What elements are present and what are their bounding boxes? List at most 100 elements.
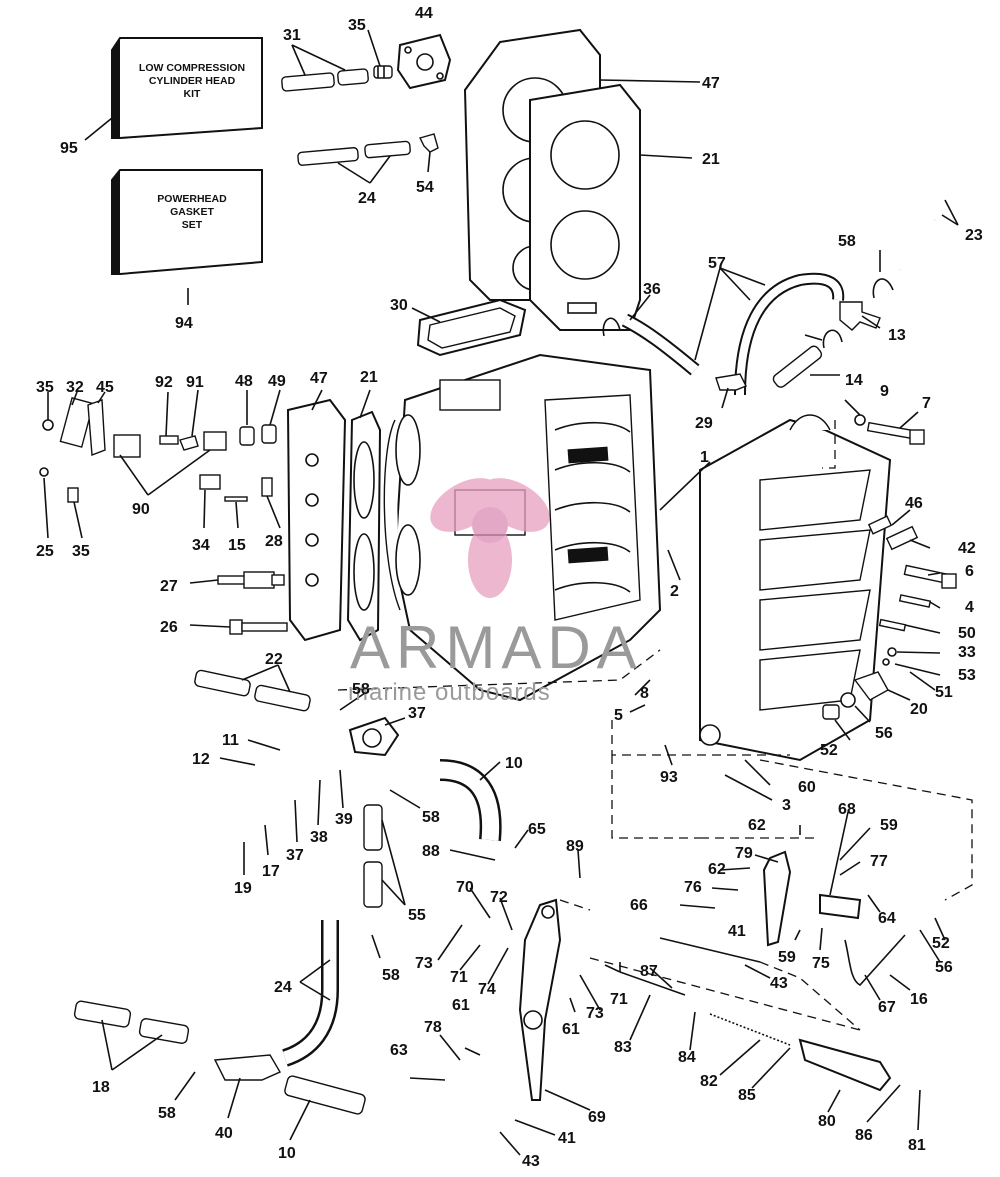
low-compression-kit-box: LOW COMPRESSION CYLINDER HEAD KIT bbox=[111, 37, 263, 139]
fitting-42 bbox=[885, 525, 919, 551]
cylinder-head-47-left bbox=[286, 398, 347, 642]
callout: 92 bbox=[155, 374, 173, 391]
tee-fitting-40 bbox=[213, 1054, 282, 1081]
callout: 66 bbox=[630, 897, 648, 914]
callout: 24 bbox=[358, 190, 376, 207]
callout: 88 bbox=[422, 843, 440, 860]
callout: 61 bbox=[562, 1021, 580, 1038]
callout: 76 bbox=[684, 879, 702, 896]
hose-57 bbox=[734, 272, 845, 396]
callout: 5 bbox=[614, 707, 623, 724]
callout: 30 bbox=[390, 297, 408, 314]
callout-numbers: 95 31 35 44 47 21 23 24 54 94 58 57 36 1… bbox=[36, 5, 983, 1170]
callout: 72 bbox=[490, 889, 508, 906]
callout: 78 bbox=[424, 1019, 442, 1036]
elbow-fitting-54 bbox=[418, 133, 439, 153]
callout: 22 bbox=[265, 651, 283, 668]
callout: 36 bbox=[643, 281, 661, 298]
hose-24-lower bbox=[281, 920, 339, 1067]
callout: 42 bbox=[958, 540, 976, 557]
hoses-55 bbox=[363, 804, 383, 908]
powerhead-gasket-set-box: POWERHEAD GASKET SET bbox=[111, 169, 263, 275]
callout: 52 bbox=[820, 742, 838, 759]
callout: 82 bbox=[700, 1073, 718, 1090]
callout: 24 bbox=[274, 979, 292, 996]
dashed-lines bbox=[337, 420, 973, 1031]
callout: 77 bbox=[870, 853, 888, 870]
hose-36 bbox=[621, 313, 700, 376]
callout: 91 bbox=[186, 374, 204, 391]
thermostat-37 bbox=[348, 716, 400, 757]
leader-lines bbox=[43, 29, 959, 1156]
spark-plug-27 bbox=[217, 571, 285, 589]
callout: 1 bbox=[700, 449, 709, 466]
callout: 41 bbox=[558, 1130, 576, 1147]
callout: 57 bbox=[708, 255, 726, 272]
callout: 56 bbox=[935, 959, 953, 976]
hose-14 bbox=[772, 345, 823, 388]
callout: 61 bbox=[452, 997, 470, 1014]
gasket-box-line-1: POWERHEAD bbox=[157, 193, 227, 205]
gasket-box-line-2: GASKET bbox=[170, 206, 214, 218]
hoses-18 bbox=[73, 1000, 190, 1044]
pin-4 bbox=[898, 594, 932, 608]
callout: 65 bbox=[528, 821, 546, 838]
head-gasket-21-top bbox=[529, 83, 641, 331]
bolt-26 bbox=[229, 619, 288, 635]
gasket-30 bbox=[416, 298, 527, 357]
callout: 68 bbox=[838, 801, 856, 818]
callout: 10 bbox=[505, 755, 523, 772]
callout: 31 bbox=[283, 27, 301, 44]
callout: 37 bbox=[286, 847, 304, 864]
callout: 15 bbox=[228, 537, 246, 554]
callout: 63 bbox=[390, 1042, 408, 1059]
callout: 79 bbox=[735, 845, 753, 862]
callout: 41 bbox=[728, 923, 746, 940]
kit-box-line-2: CYLINDER HEAD bbox=[149, 75, 236, 87]
tee-fitting-29 bbox=[715, 373, 747, 391]
callout: 50 bbox=[958, 625, 976, 642]
callout: 37 bbox=[408, 705, 426, 722]
screw-50 bbox=[878, 618, 907, 632]
callout: 39 bbox=[335, 811, 353, 828]
lever-79 bbox=[762, 850, 862, 947]
hose-10-mid bbox=[439, 759, 502, 841]
callout: 94 bbox=[175, 315, 193, 332]
callout: 38 bbox=[310, 829, 328, 846]
callout: 47 bbox=[310, 370, 328, 387]
callout: 43 bbox=[770, 975, 788, 992]
callout: 13 bbox=[888, 327, 906, 344]
hose-23 bbox=[897, 139, 952, 273]
callout: 27 bbox=[160, 578, 178, 595]
callout: 21 bbox=[702, 151, 720, 168]
callout: 48 bbox=[235, 373, 253, 390]
callout: 3 bbox=[782, 797, 791, 814]
callout: 87 bbox=[640, 963, 658, 980]
fitting-46 bbox=[867, 515, 893, 535]
callout: 25 bbox=[36, 543, 54, 560]
callout: 44 bbox=[415, 5, 433, 22]
tee-fitting-13 bbox=[839, 301, 881, 331]
callout: 35 bbox=[72, 543, 90, 560]
callout: 32 bbox=[66, 379, 84, 396]
callout: 9 bbox=[880, 383, 889, 400]
callout: 70 bbox=[456, 879, 474, 896]
callout: 18 bbox=[92, 1079, 110, 1096]
callout: 34 bbox=[192, 537, 210, 554]
head-gasket-21-left bbox=[346, 410, 382, 642]
callout: 56 bbox=[875, 725, 893, 742]
callout: 29 bbox=[695, 415, 713, 432]
rod-83 bbox=[619, 962, 686, 996]
callout: 54 bbox=[416, 179, 434, 196]
callout: 75 bbox=[812, 955, 830, 972]
link-67 bbox=[844, 934, 906, 986]
fitting-35-top bbox=[373, 65, 393, 79]
callout: 90 bbox=[132, 501, 150, 518]
kit-box-line-3: KIT bbox=[184, 88, 202, 100]
callout: 58 bbox=[838, 233, 856, 250]
callout: 81 bbox=[908, 1137, 926, 1154]
throttle-lever-69 bbox=[518, 898, 562, 1101]
callout: 85 bbox=[738, 1087, 756, 1104]
